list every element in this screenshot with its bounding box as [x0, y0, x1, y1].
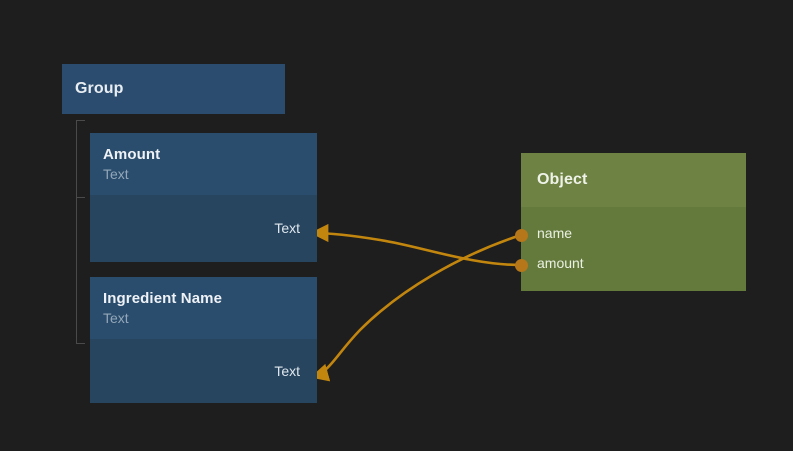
- node-amount-body: Text: [90, 195, 317, 262]
- node-object-body: name amount: [521, 207, 746, 291]
- port-dot-name[interactable]: [515, 229, 528, 242]
- node-object-header[interactable]: Object: [521, 153, 746, 207]
- group-bracket-tick-top: [76, 120, 85, 121]
- node-ingredient-name[interactable]: Ingredient Name Text Text: [90, 277, 317, 403]
- node-amount-output-port-label[interactable]: Text: [274, 220, 300, 236]
- group-title: Group: [75, 80, 124, 97]
- node-ingredient-name-output-port-label[interactable]: Text: [274, 363, 300, 379]
- node-object-property-amount[interactable]: amount: [537, 255, 584, 271]
- node-amount-subtitle: Text: [103, 165, 129, 182]
- node-object-property-name[interactable]: name: [537, 225, 573, 241]
- node-ingredient-name-body: Text: [90, 339, 317, 403]
- group-bracket-tick-bottom: [76, 343, 85, 344]
- node-amount[interactable]: Amount Text Text: [90, 133, 317, 262]
- group-bracket-spine: [76, 120, 77, 344]
- group-node-header[interactable]: Group: [62, 64, 285, 114]
- node-amount-header[interactable]: Amount Text: [90, 133, 317, 195]
- edge-name-to-ingredient-text: [310, 233, 522, 382]
- node-amount-title: Amount: [103, 145, 161, 163]
- port-dot-amount[interactable]: [515, 259, 528, 272]
- node-object[interactable]: Object name amount: [521, 153, 746, 291]
- group-bracket-tick-middle: [76, 197, 85, 198]
- node-ingredient-name-title: Ingredient Name: [103, 289, 223, 307]
- edge-amount-to-amount-text: [310, 223, 522, 267]
- node-object-title: Object: [537, 171, 588, 188]
- group-node[interactable]: Group: [62, 64, 285, 114]
- node-ingredient-name-subtitle: Text: [103, 309, 129, 326]
- node-ingredient-name-header[interactable]: Ingredient Name Text: [90, 277, 317, 339]
- group-bracket: [76, 120, 90, 344]
